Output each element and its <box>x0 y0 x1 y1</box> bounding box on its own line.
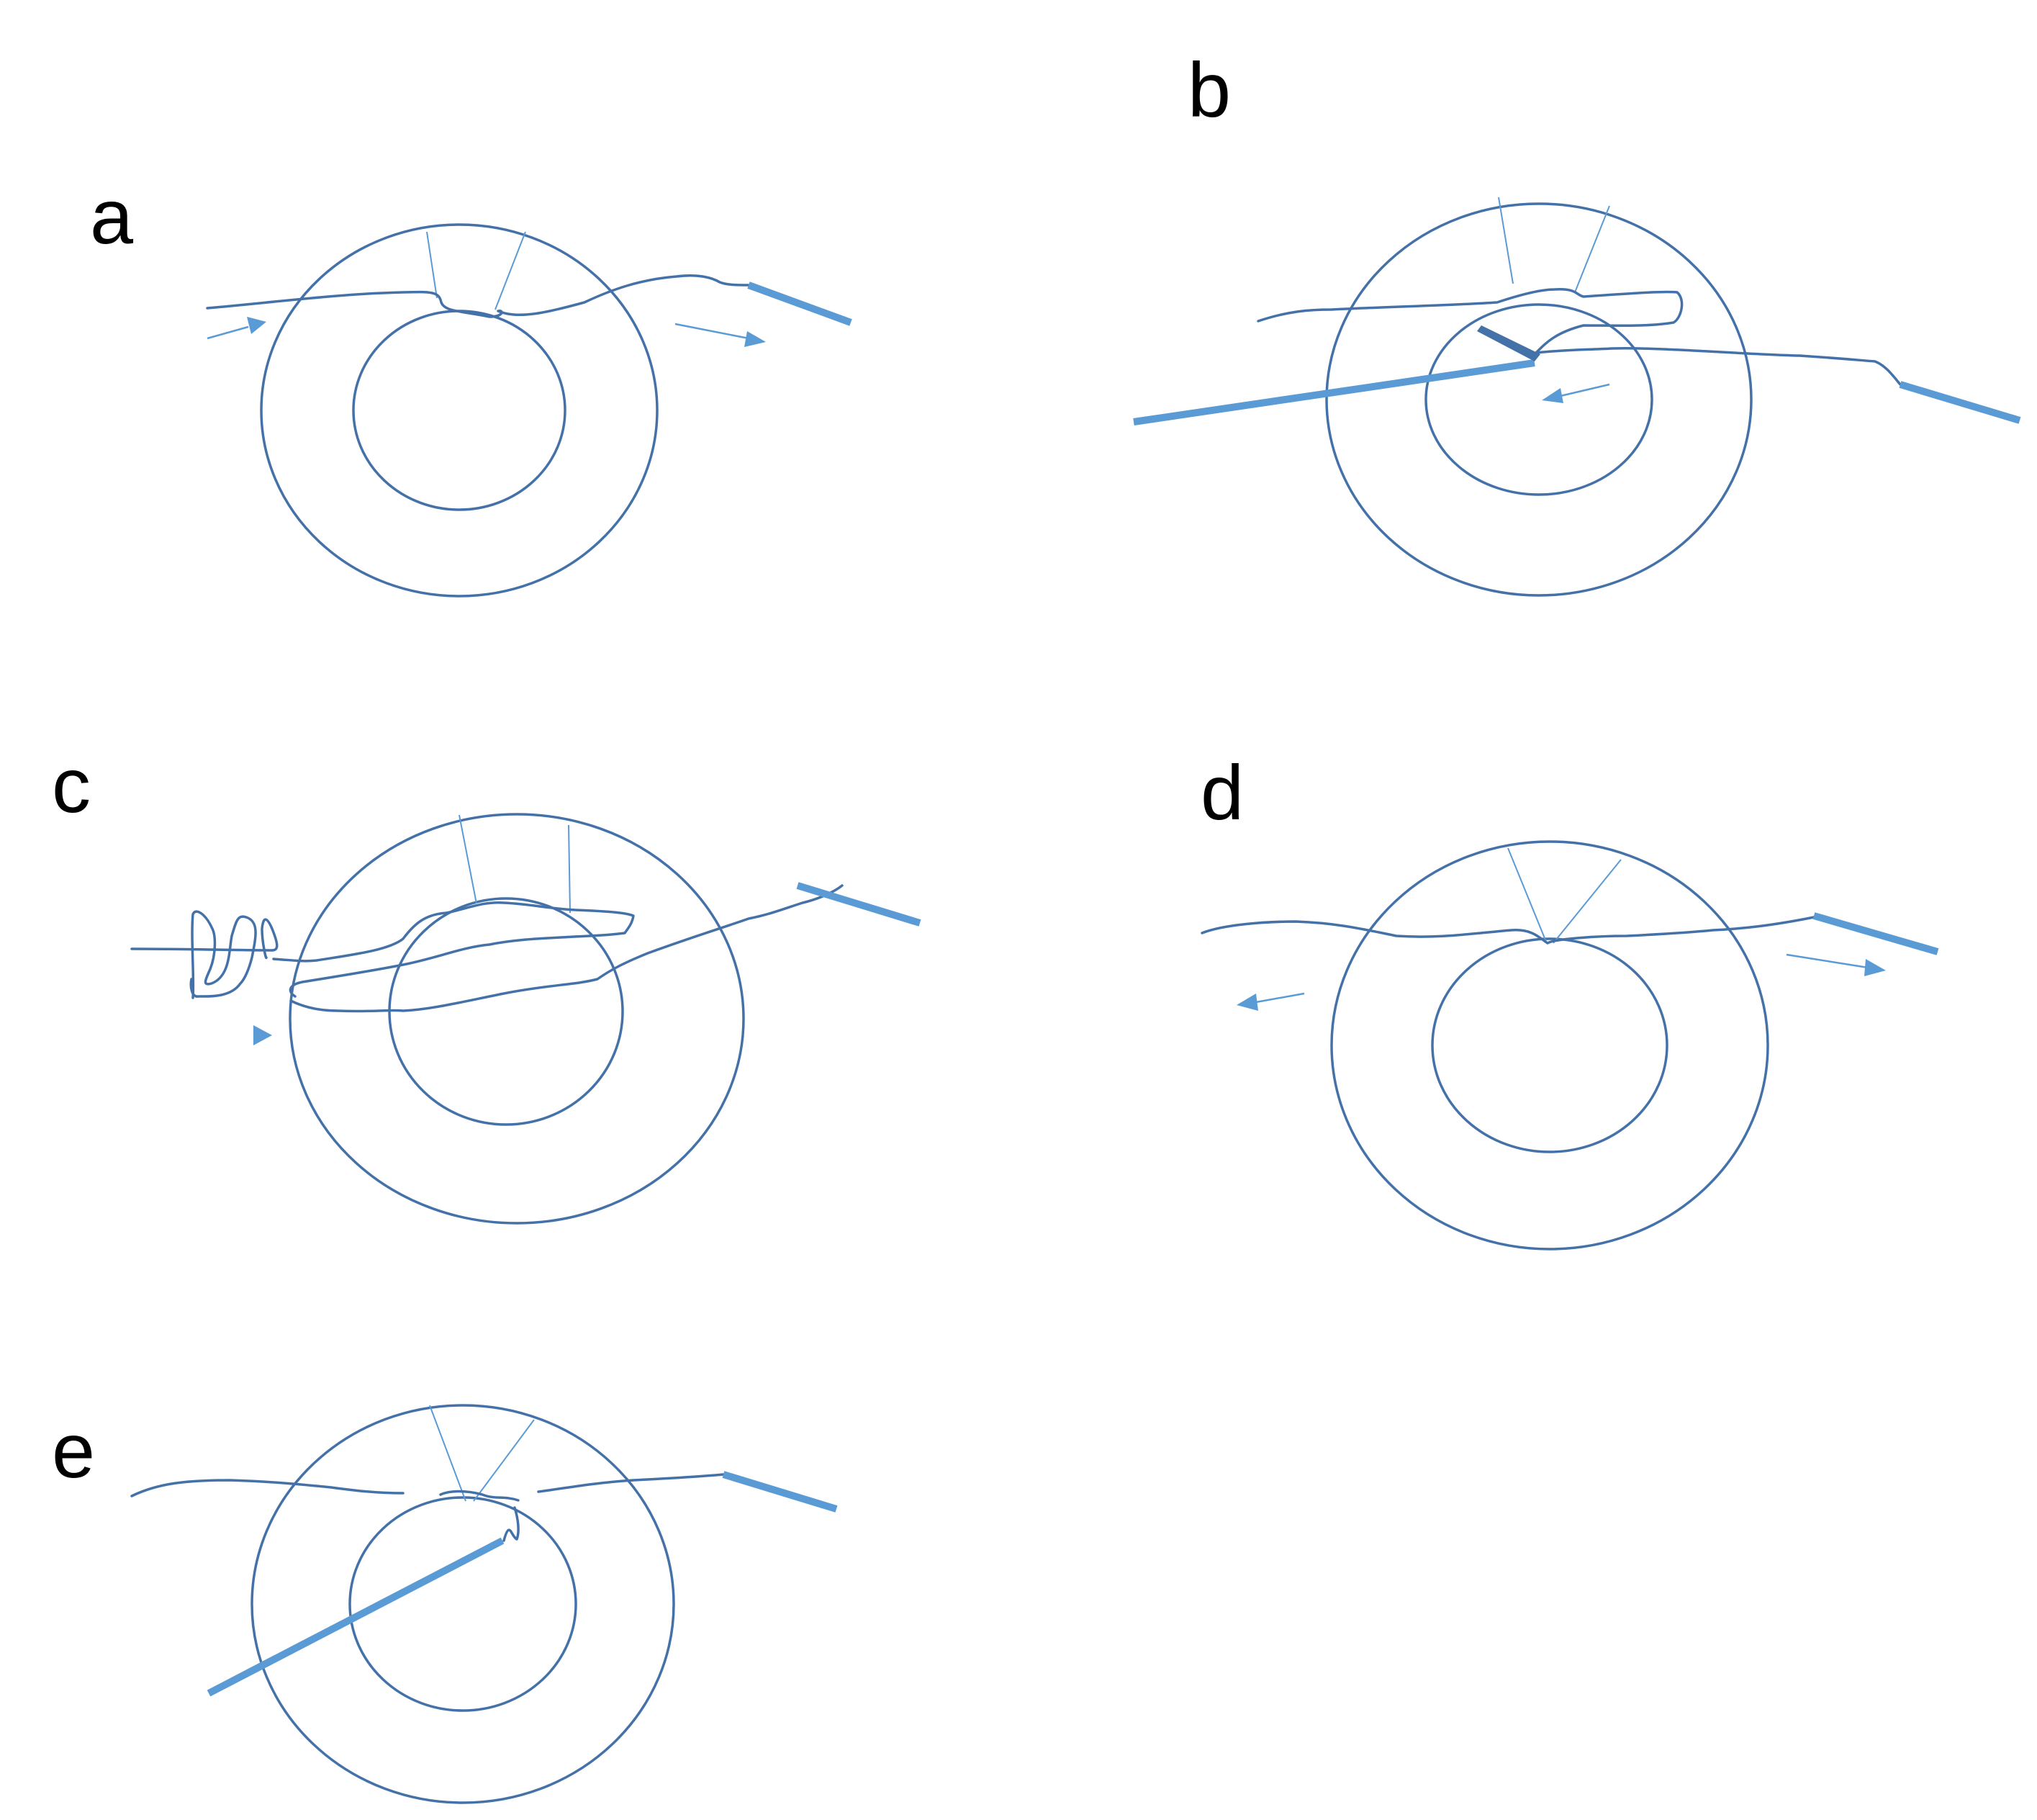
panel-c: c <box>52 742 921 1225</box>
panel-d-arrowhead-right <box>1864 959 1886 976</box>
panel-e: e <box>52 1404 838 1804</box>
panel-e-inner-ring <box>348 1496 577 1712</box>
panel-a-suture-thread <box>206 274 750 318</box>
panel-c-thread-loop <box>272 901 635 998</box>
panel-d-spoke-left <box>1507 847 1547 942</box>
panel-b-arrowhead <box>1542 388 1563 403</box>
panel-d-outer-ring <box>1330 840 1769 1251</box>
panel-a-inner-ring <box>352 310 566 511</box>
panel-d-arrow-left <box>1255 992 1305 1004</box>
panel-d-suture-thread <box>1201 916 1815 945</box>
panel-a-arrow-right <box>674 323 749 340</box>
panel-e-outer-ring <box>250 1404 675 1804</box>
panel-d-arrowhead-left <box>1237 994 1258 1011</box>
panel-b-inner-ring <box>1424 303 1653 496</box>
panel-c-needle <box>796 882 921 927</box>
panel-c-knot-coils <box>189 910 257 999</box>
panel-e-spoke-left <box>429 1405 466 1502</box>
panel-d-spoke-right <box>1553 859 1622 944</box>
panel-b-loop-thread <box>1257 288 1684 354</box>
panel-e-spoke-right <box>473 1419 535 1502</box>
panel-b-needle <box>1133 359 1535 425</box>
panel-b-label: b <box>1188 46 1231 133</box>
panel-b-outer-ring <box>1325 202 1753 597</box>
panel-e-label: e <box>52 1407 95 1494</box>
panel-c-spoke-left <box>459 814 477 904</box>
panel-a-arrowhead-left <box>247 317 266 334</box>
panel-d: d <box>1201 749 1939 1251</box>
panel-d-inner-ring <box>1431 937 1668 1153</box>
panel-e-thread-right <box>537 1473 725 1493</box>
panel-c-thread-exit <box>289 884 844 1013</box>
panel-a-arrow-left <box>207 325 249 340</box>
panel-b-spoke-left <box>1498 197 1514 284</box>
panel-d-arrow-right <box>1786 953 1869 969</box>
panel-c-thread-entry <box>130 918 279 959</box>
panel-c-label: c <box>52 742 91 829</box>
panel-d-needle <box>1812 912 1939 955</box>
panel-e-thread-end <box>502 1506 520 1542</box>
panel-c-arrowhead <box>253 1025 272 1045</box>
panel-a-spoke-left <box>426 231 438 299</box>
panel-b-needle-right <box>1899 381 2021 424</box>
panel-e-needle-right <box>722 1471 838 1513</box>
panel-e-thread-knot <box>439 1490 520 1502</box>
panel-a-needle <box>747 281 852 326</box>
panel-e-needle <box>207 1537 505 1697</box>
panel-b: b <box>1133 46 2021 597</box>
panel-a-spoke-right <box>494 231 526 310</box>
panel-b-spoke-right <box>1574 205 1610 293</box>
panel-c-outer-ring <box>289 813 745 1225</box>
panel-a-arrowhead-right <box>744 331 766 347</box>
panel-b-arrow <box>1560 383 1610 397</box>
panel-b-exit-thread <box>1535 347 1902 386</box>
panel-c-spoke-right <box>568 824 571 914</box>
panel-a-outer-ring <box>260 223 659 598</box>
panel-a-label: a <box>90 173 134 260</box>
panel-a: a <box>90 173 852 598</box>
panel-b-needle-tip <box>1477 325 1540 361</box>
panel-c-inner-ring <box>388 897 624 1126</box>
panel-e-thread-left <box>130 1479 405 1497</box>
panel-d-label: d <box>1201 749 1244 836</box>
